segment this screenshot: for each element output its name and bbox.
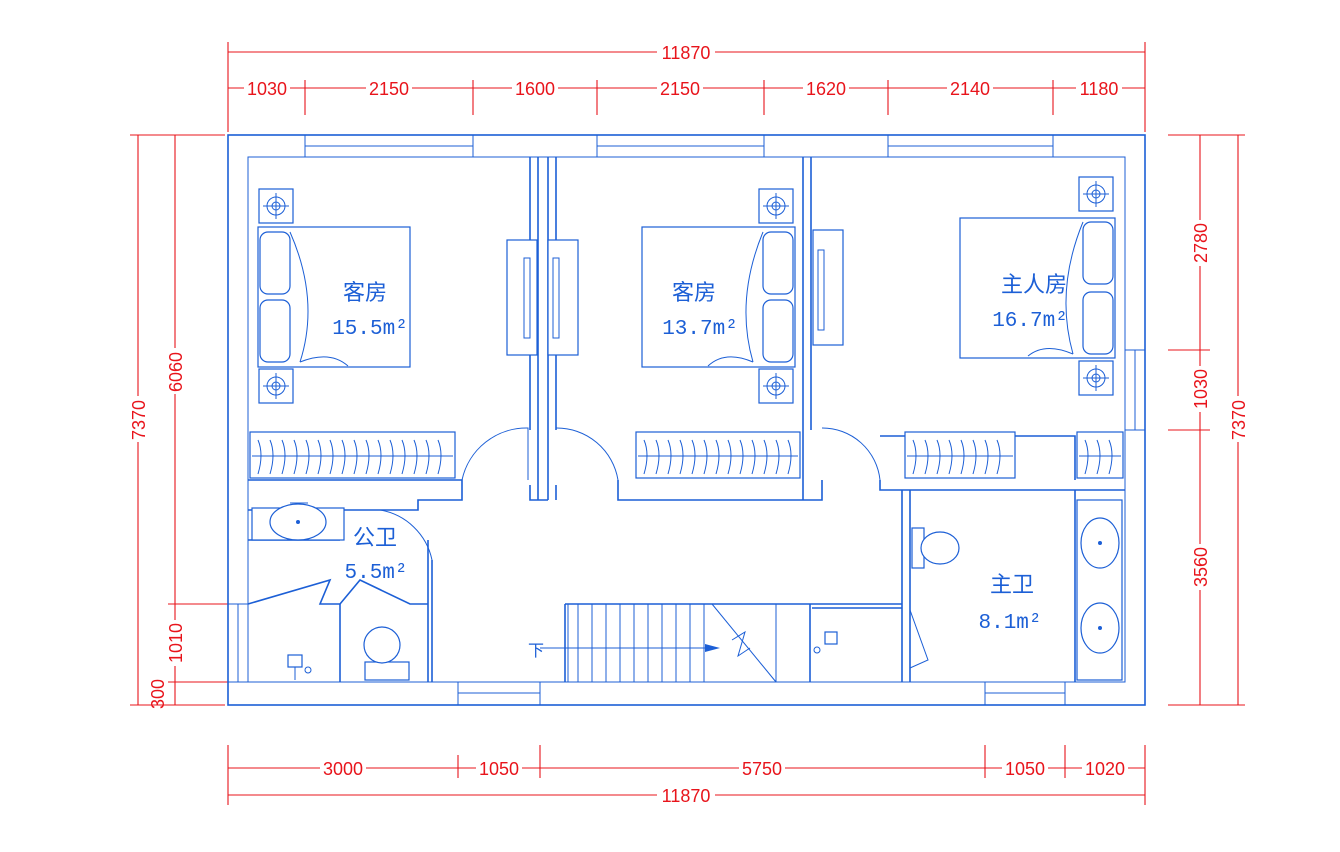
top-dim-7: 1180: [1080, 79, 1119, 99]
top-ticks: [304, 80, 1054, 115]
room-name-master-bath: 主卫: [990, 572, 1034, 597]
dimension-layer: [130, 42, 1245, 805]
top-dim-5: 1620: [806, 79, 846, 99]
right-total-label: 7370: [1229, 400, 1249, 440]
bed-guest2: [641, 226, 796, 368]
bottom-dim-4: 1050: [1005, 759, 1045, 779]
top-dim-1: 1030: [247, 79, 287, 99]
room-area-master-bath: 8.1m²: [978, 612, 1041, 635]
bottom-dim-5: 1020: [1085, 759, 1125, 779]
stair-down-label: 下: [528, 643, 544, 660]
door-layer: [379, 427, 929, 669]
door-master: [821, 427, 881, 481]
lamp-icon: [758, 188, 794, 224]
lamp-layer: [258, 176, 1114, 404]
left-dim-3: 300: [148, 679, 168, 709]
top-dim-6: 2140: [950, 79, 990, 99]
wardrobe-layer: [506, 229, 844, 356]
top-dim-4: 2150: [660, 79, 700, 99]
bottom-dim-1: 3000: [323, 759, 363, 779]
room-labels: 客房 15.5m² 客房 13.7m² 主人房 16.7m² 公卫 5.5m² …: [332, 272, 1068, 635]
room-name-public-bath: 公卫: [353, 525, 397, 550]
lamp-icon: [1078, 360, 1114, 396]
master-bath-fixtures: [813, 499, 1123, 681]
top-dim-2: 2150: [369, 79, 409, 99]
bottom-total-label: 11870: [662, 786, 711, 806]
room-area-guest2: 13.7m²: [662, 318, 738, 341]
door-guest1: [461, 427, 529, 481]
door-master-bath: [909, 609, 929, 669]
bed-master: [959, 217, 1116, 359]
right-dim-2: 1030: [1191, 369, 1211, 409]
bed-guest1: [257, 226, 411, 368]
door-guest2: [555, 427, 619, 481]
left-total-label: 7370: [129, 400, 149, 440]
top-total-label: 11870: [662, 43, 711, 63]
room-name-guest1: 客房: [343, 280, 387, 305]
lamp-icon: [1078, 176, 1114, 212]
room-name-guest2: 客房: [672, 280, 716, 305]
lamp-icon: [258, 368, 294, 404]
closet-layer: [249, 431, 1124, 479]
room-area-master: 16.7m²: [992, 310, 1068, 333]
left-dim-2: 1010: [166, 623, 186, 663]
left-dim-1: 6060: [166, 352, 186, 392]
bottom-dim-2: 1050: [479, 759, 519, 779]
right-dim-1: 2780: [1191, 223, 1211, 263]
door-public-bath: [379, 509, 433, 561]
bottom-dim-3: 5750: [742, 759, 782, 779]
top-dim-3: 1600: [515, 79, 555, 99]
right-dim-3: 3560: [1191, 547, 1211, 587]
public-bath-fixtures: [251, 502, 410, 681]
dimension-labels: 11870 1030 2150 1600 2150 1620 2140 1180…: [128, 42, 1249, 806]
room-area-public-bath: 5.5m²: [344, 562, 407, 585]
room-name-master: 主人房: [1001, 272, 1067, 297]
room-area-guest1: 15.5m²: [332, 318, 408, 341]
lamp-icon: [758, 368, 794, 404]
staircase: 下: [528, 603, 777, 683]
lamp-icon: [258, 188, 294, 224]
